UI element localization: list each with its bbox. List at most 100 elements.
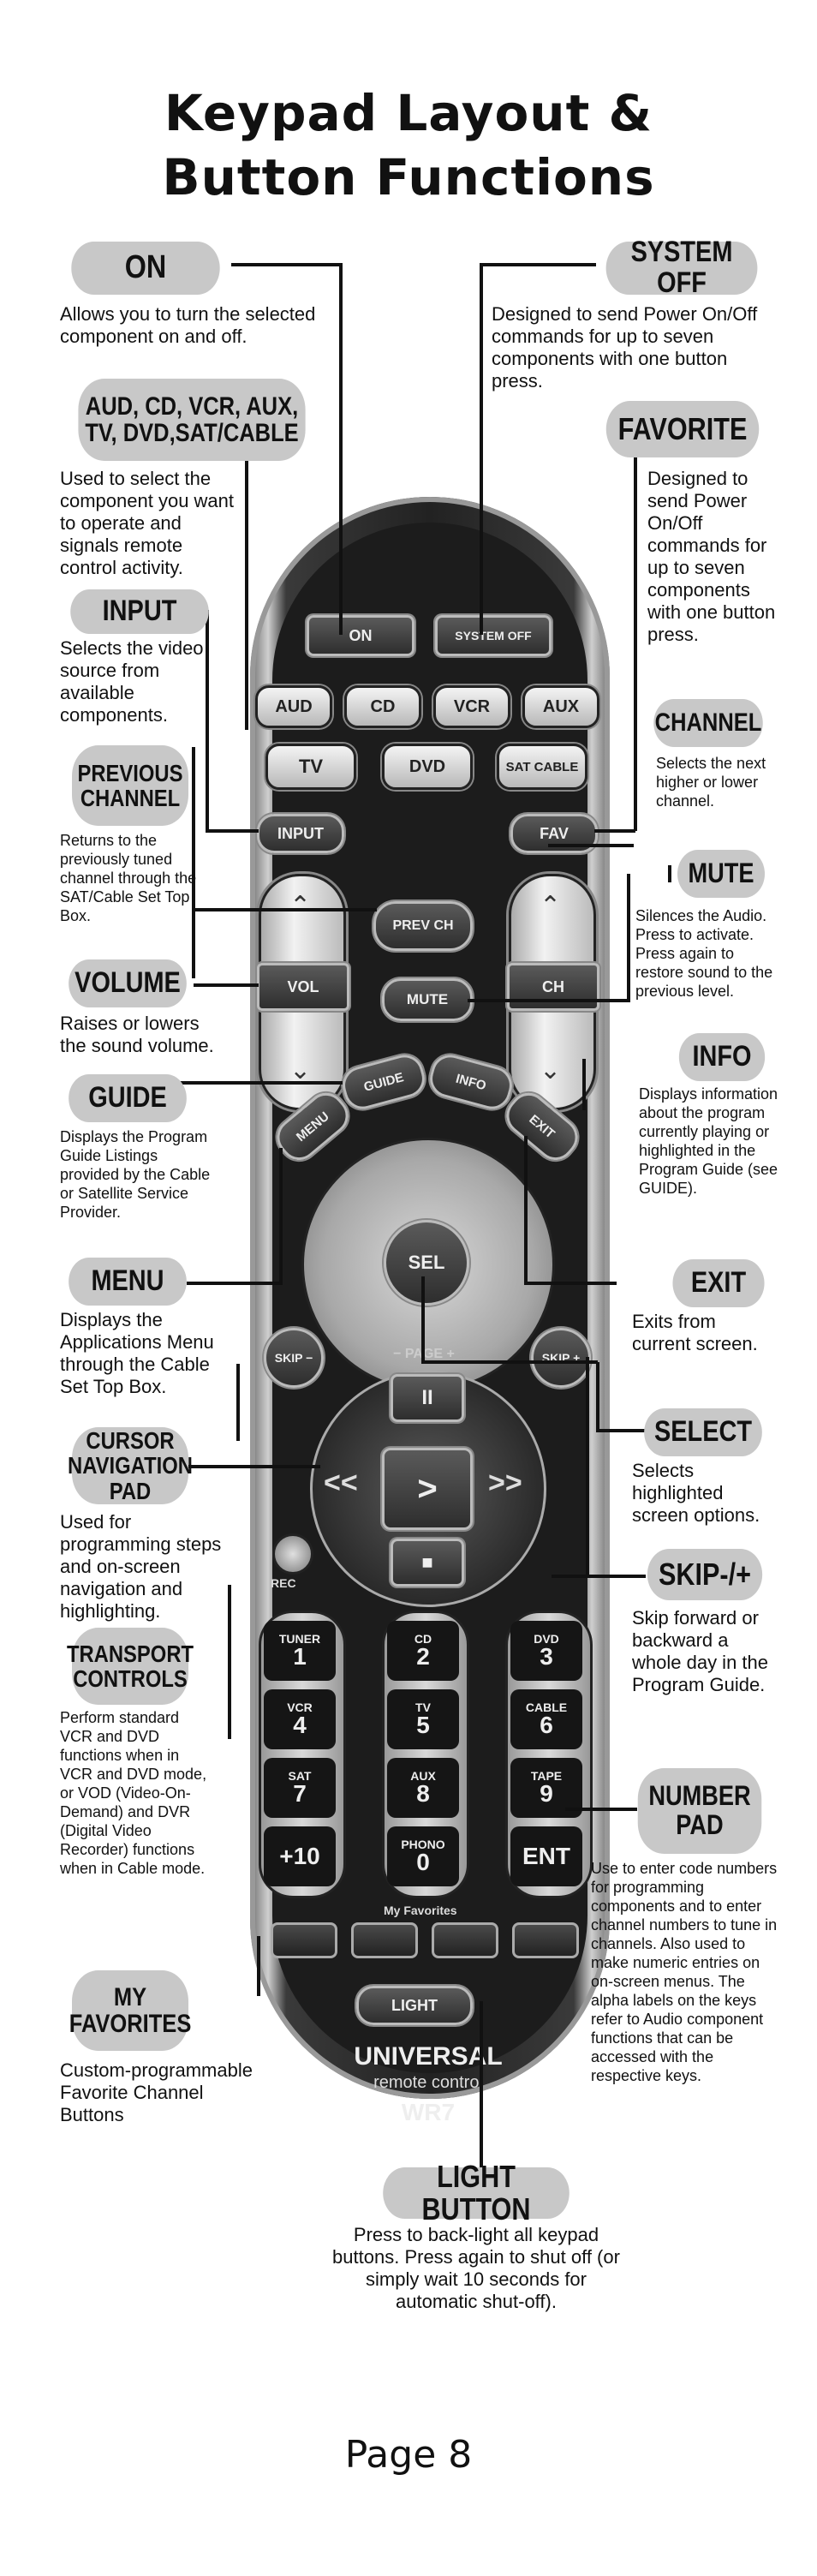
pause-button[interactable]: II <box>391 1374 464 1422</box>
number-key-alpha: AUX <box>410 1769 436 1783</box>
leader-line <box>245 430 248 730</box>
rewind-icon[interactable]: << <box>324 1467 358 1499</box>
leader-line <box>596 1429 647 1432</box>
sat-cable-button[interactable]: SAT CABLE <box>497 744 587 790</box>
aux-button[interactable]: AUX <box>522 685 599 728</box>
volume-description: Raises or lowers the sound volume. <box>60 1013 214 1056</box>
channel-down-icon[interactable]: ⌄ <box>540 1056 562 1085</box>
mute-button[interactable]: MUTE <box>382 978 473 1021</box>
vcr-button[interactable]: VCR <box>433 685 510 728</box>
cursor-navigation-label: CURSOR NAVIGATION PAD <box>68 1426 193 1504</box>
number-key-value: +10 <box>279 1843 320 1869</box>
aud-button[interactable]: AUD <box>255 685 332 728</box>
number-key-alpha: DVD <box>534 1632 559 1646</box>
my-favorite-button-4[interactable] <box>512 1922 579 1958</box>
rec-button[interactable] <box>272 1533 313 1575</box>
component-buttons-description: Used to select the component you want to… <box>60 468 235 578</box>
on-button[interactable]: ON <box>307 615 414 656</box>
rec-label: REC <box>271 1576 296 1590</box>
info-label: INFO <box>678 1033 766 1081</box>
number-key-alpha: SAT <box>288 1769 312 1783</box>
leader-line <box>552 1575 646 1578</box>
light-button-label: LIGHT BUTTON <box>383 2161 570 2225</box>
skip-minus-button[interactable]: SKIP − <box>264 1328 324 1388</box>
leader-line <box>548 844 634 847</box>
channel-label: CHANNEL <box>653 699 763 747</box>
leader-line <box>206 610 209 833</box>
select-button[interactable]: SEL <box>384 1220 469 1306</box>
leader-line <box>565 1808 637 1811</box>
my-favorites-label: My Favorites <box>384 1904 457 1917</box>
mute-label: MUTE <box>677 850 765 898</box>
exit-description: Exits from current screen. <box>632 1311 758 1354</box>
volume-label: VOLUME <box>69 959 187 1007</box>
number-pad-label: NUMBER PAD <box>637 1768 762 1854</box>
leader-line <box>421 1360 598 1364</box>
leader-line <box>421 1276 425 1362</box>
component-buttons-label: AUD, CD, VCR, AUX, TV, DVD,SAT/CABLE <box>78 379 306 461</box>
my-favorite-button-1[interactable] <box>271 1922 337 1958</box>
input-button[interactable]: INPUT <box>257 814 344 853</box>
number-key[interactable]: +10 <box>264 1826 336 1886</box>
exit-label: EXIT <box>672 1259 765 1307</box>
play-button[interactable]: > <box>382 1448 473 1530</box>
channel-up-icon[interactable]: ⌃ <box>540 892 562 920</box>
previous-channel-label: PREVIOUS CHANNEL <box>72 745 188 826</box>
leader-line <box>228 1585 231 1739</box>
system-off-button[interactable]: SYSTEM OFF <box>435 615 552 656</box>
number-key-value: ENT <box>522 1843 570 1869</box>
fast-forward-icon[interactable]: >> <box>488 1467 522 1499</box>
favorite-description: Designed to send Power On/Off commands f… <box>647 468 776 645</box>
leader-line <box>194 983 259 987</box>
dvd-button[interactable]: DVD <box>382 744 473 790</box>
leader-line <box>468 999 630 1002</box>
vol-label: VOL <box>257 963 349 1011</box>
page-title: Keypad Layout & Button Functions <box>162 84 655 206</box>
leader-line <box>206 829 259 833</box>
volume-up-icon[interactable]: ⌃ <box>289 892 312 920</box>
my-favorites-description: Custom-programmable Favorite Channel But… <box>60 2059 253 2125</box>
volume-down-icon[interactable]: ⌄ <box>289 1056 312 1085</box>
skip-description: Skip forward or backward a whole day in … <box>632 1607 768 1695</box>
input-description: Selects the video source from available … <box>60 637 204 726</box>
prev-ch-button[interactable]: PREV CH <box>373 901 473 951</box>
leader-line <box>192 747 195 978</box>
info-description: Displays information about the program c… <box>639 1085 778 1197</box>
skip-plus-button[interactable]: SKIP + <box>531 1328 591 1388</box>
brand-subtitle: remote control <box>373 2073 483 2092</box>
number-key[interactable]: ENT <box>510 1826 582 1886</box>
my-favorite-button-2[interactable] <box>351 1922 418 1958</box>
my-favorite-button-3[interactable] <box>432 1922 498 1958</box>
leader-line <box>279 1148 283 1285</box>
leader-line <box>231 263 341 266</box>
system-off-label: SYSTEM OFF <box>605 236 758 298</box>
number-key-value: 4 <box>293 1712 307 1738</box>
leader-line <box>596 1362 599 1431</box>
cursor-navigation-description: Used for programming steps and on-screen… <box>60 1511 222 1622</box>
leader-line <box>339 263 343 635</box>
number-key-alpha: TAPE <box>530 1769 563 1783</box>
number-key-value: 1 <box>293 1643 307 1670</box>
number-key-value: 8 <box>416 1780 430 1807</box>
leader-line <box>480 263 483 635</box>
leader-line <box>146 1081 343 1085</box>
tv-button[interactable]: TV <box>265 744 356 790</box>
guide-label: GUIDE <box>69 1074 187 1122</box>
stop-button[interactable]: ■ <box>391 1539 464 1587</box>
ch-label: CH <box>507 963 599 1011</box>
fav-button[interactable]: FAV <box>510 814 598 853</box>
leader-line <box>634 454 637 831</box>
light-button[interactable]: LIGHT <box>356 1986 473 2025</box>
cd-button[interactable]: CD <box>344 685 421 728</box>
favorite-label: FAVORITE <box>605 401 760 457</box>
number-key-alpha: TUNER <box>278 1632 321 1646</box>
